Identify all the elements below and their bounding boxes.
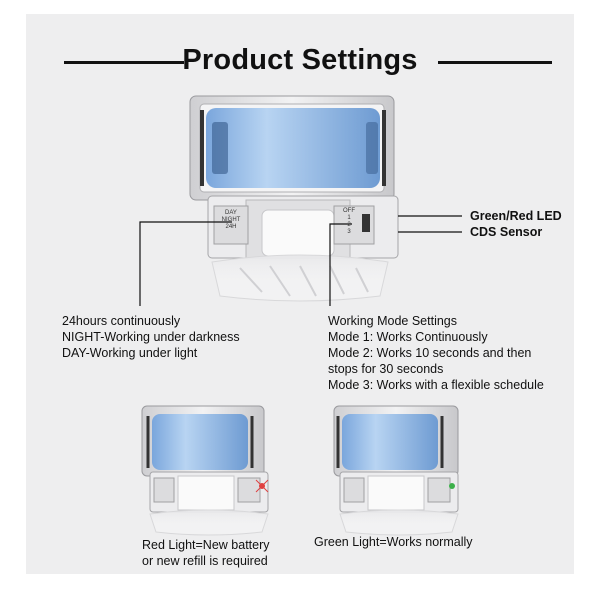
- label-led: Green/Red LED: [470, 209, 562, 223]
- page-title: Product Settings: [182, 44, 418, 76]
- left-note: 24hours continuously NIGHT-Working under…: [62, 313, 240, 361]
- mode-1-line: Mode 1: Works Continuously: [328, 330, 488, 344]
- caption-red-line-2: or new refill is required: [142, 554, 268, 568]
- switch-label-3: 3: [347, 229, 351, 235]
- switch-label-1: 1: [347, 215, 351, 221]
- switch-right-labels: OFF 1 2 3: [342, 208, 356, 236]
- right-note-heading: Working Mode Settings: [328, 314, 457, 328]
- caption-green-light: Green Light=Works normally: [314, 535, 473, 549]
- switch-label-off: OFF: [343, 208, 355, 214]
- device-green-light-image: [333, 405, 459, 536]
- switch-label-24h: 24H: [225, 224, 237, 230]
- title-row: [40, 40, 560, 84]
- left-note-line-3: DAY-Working under light: [62, 346, 198, 360]
- label-cds-sensor: CDS Sensor: [470, 225, 543, 239]
- title-rule-left: [64, 61, 184, 64]
- switch-label-night: NIGHT: [221, 217, 241, 223]
- right-note: Working Mode Settings Mode 1: Works Cont…: [328, 313, 544, 393]
- mode-2-line-cont: stops for 30 seconds: [328, 362, 444, 376]
- battery: [206, 108, 380, 188]
- left-note-line-2: NIGHT-Working under darkness: [62, 330, 240, 344]
- left-note-line-1: 24hours continuously: [62, 314, 181, 328]
- switch-label-day: DAY: [225, 210, 237, 216]
- title-rule-right: [438, 61, 552, 64]
- switch-label-2: 2: [347, 222, 351, 228]
- caption-red-light: Red Light=New battery or new refill is r…: [142, 537, 270, 569]
- mode-2-line: Mode 2: Works 10 seconds and then: [328, 346, 532, 360]
- mode-3-line: Mode 3: Works with a flexible schedule: [328, 378, 544, 392]
- device-red-light-image: [141, 405, 269, 536]
- switch-left-labels: DAY NIGHT 24H: [215, 210, 247, 231]
- green-led: [449, 483, 455, 489]
- callout-line-right: [329, 223, 352, 306]
- callout-line-left: [139, 221, 232, 306]
- main-device-image: [189, 95, 399, 302]
- caption-red-line-1: Red Light=New battery: [142, 538, 270, 552]
